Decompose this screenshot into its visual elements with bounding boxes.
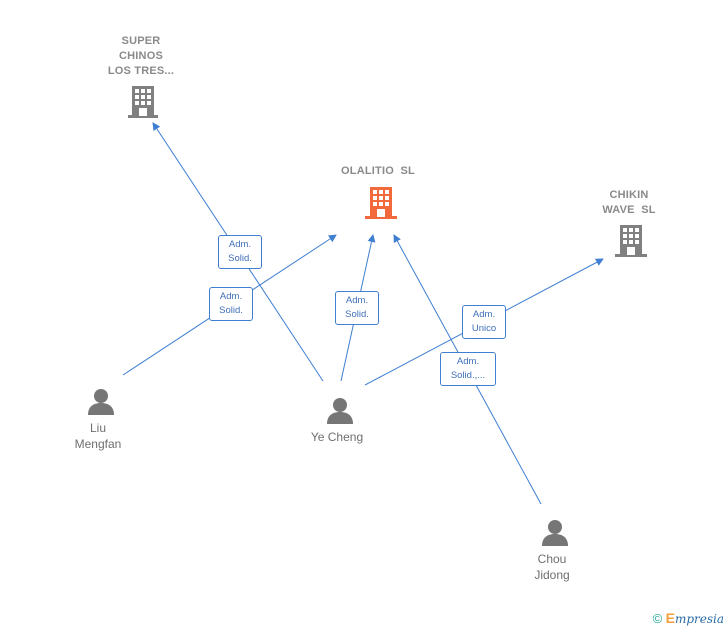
empresia-watermark: © Empresia [653, 610, 724, 626]
person-name-line: Chou [537, 552, 567, 566]
company-name: OLALITIO SL [341, 165, 415, 177]
role-line: Adm. [228, 239, 252, 250]
role-line: Solid. [219, 305, 243, 316]
company-name-line: SUPER [121, 35, 161, 47]
person-icon[interactable] [327, 398, 353, 424]
role-line: Adm. [456, 356, 480, 367]
company-name-line: CHINOS [119, 50, 163, 62]
person-label-liu[interactable]: Liu Mengfan [58, 420, 138, 452]
company-name-line: WAVE SL [602, 204, 656, 216]
person-icon[interactable] [88, 389, 114, 415]
role-line: Solid. [345, 309, 369, 320]
role-badge-ye-chikin[interactable]: Adm. Unico [462, 305, 506, 339]
building-icon[interactable] [128, 86, 158, 118]
role-line: Adm. [472, 309, 496, 320]
person-name: Ye Cheng [310, 430, 364, 444]
company-label-super-chinos[interactable]: SUPER CHINOS LOS TRES... [96, 34, 186, 79]
role-badge-ye-super-chinos[interactable]: Adm. Solid. [218, 235, 262, 269]
company-label-olalitio[interactable]: OLALITIO SL [318, 164, 438, 179]
role-line: Adm. [345, 295, 369, 306]
role-badge-chou-olalitio[interactable]: Adm. Solid.,... [440, 352, 496, 386]
person-name-line: Mengfan [74, 437, 122, 451]
copyright-icon: © [652, 611, 663, 626]
person-name-line: Jidong [534, 568, 570, 582]
company-name-line: LOS TRES... [107, 65, 175, 77]
building-icon[interactable] [615, 225, 647, 257]
person-name-line: Liu [89, 421, 106, 435]
role-line: Solid. [228, 253, 252, 264]
role-line: Unico [471, 323, 497, 334]
role-badge-liu-olalitio[interactable]: Adm. Solid. [209, 287, 253, 321]
brand-logo-letter: E [665, 610, 675, 626]
person-icon[interactable] [542, 520, 568, 546]
role-badge-ye-olalitio[interactable]: Adm. Solid. [335, 291, 379, 325]
company-label-chikin[interactable]: CHIKIN WAVE SL [588, 188, 670, 218]
person-label-ye[interactable]: Ye Cheng [297, 429, 377, 445]
role-line: Solid.,... [450, 370, 486, 381]
brand-name: mpresia [674, 612, 724, 626]
person-label-chou[interactable]: Chou Jidong [512, 551, 592, 583]
main-company-building-icon[interactable] [365, 187, 397, 219]
company-name-line: CHIKIN [609, 189, 649, 201]
role-line: Adm. [219, 291, 243, 302]
